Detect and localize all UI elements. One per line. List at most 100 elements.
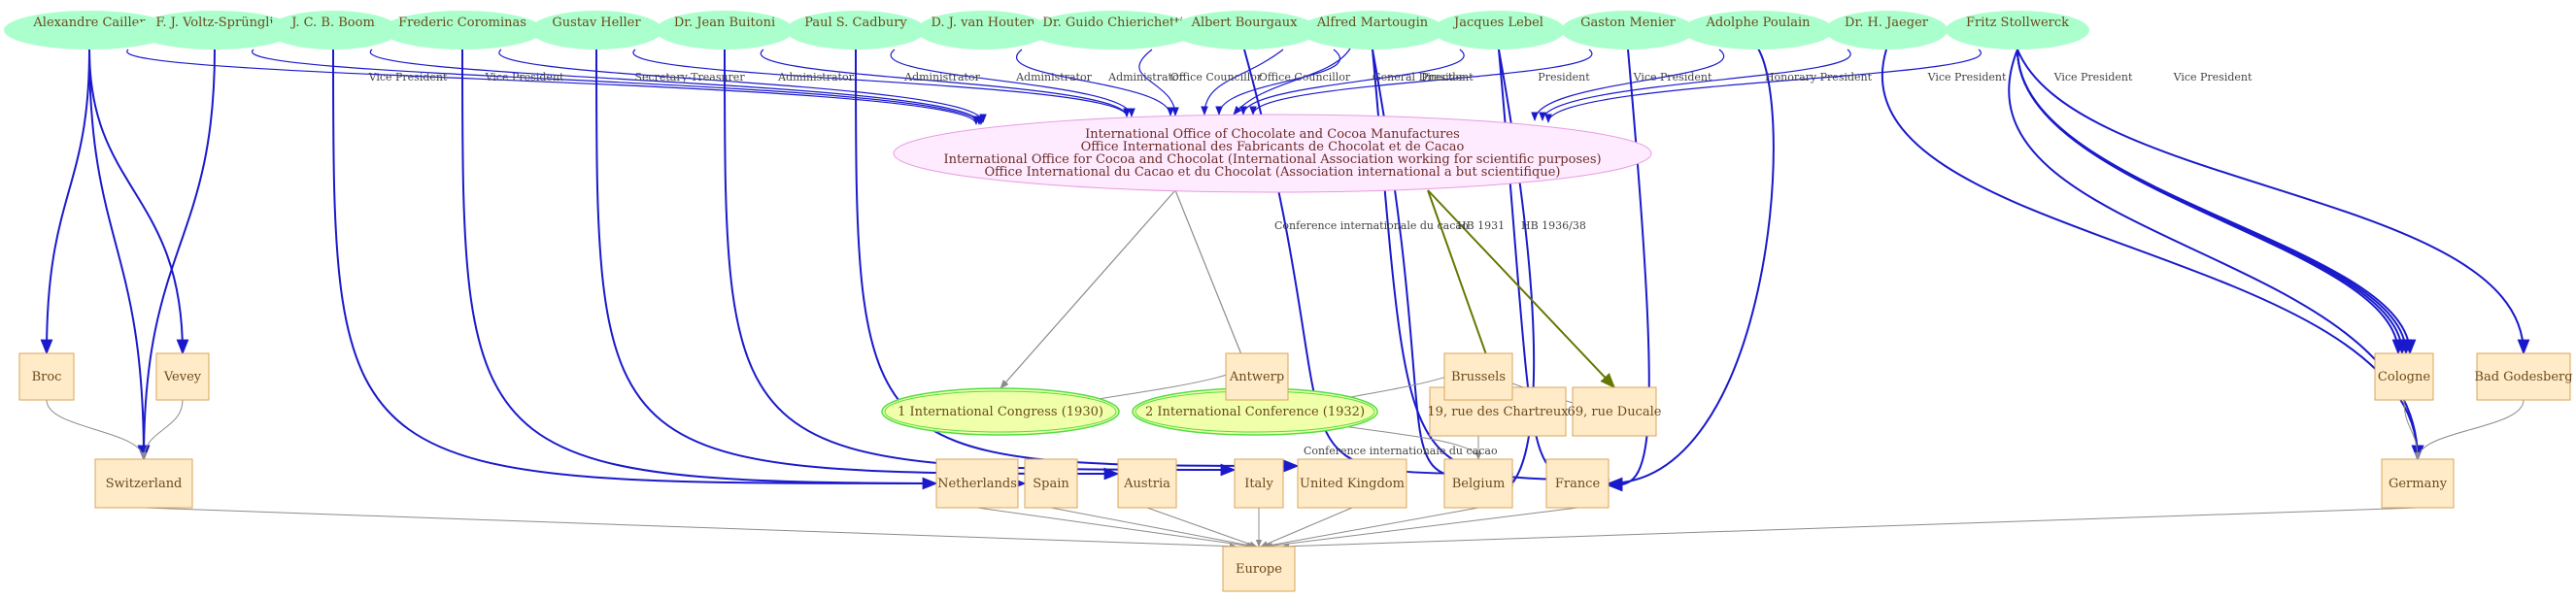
place-edge <box>140 399 184 460</box>
role-edge-label: Office Councillor <box>1170 71 1263 83</box>
residence-edge <box>1607 48 1775 490</box>
role-edge <box>1531 49 1724 121</box>
person-node[interactable]: J. C. B. Boom <box>267 11 399 50</box>
organization-shape <box>893 114 1652 193</box>
person-label: Jacques Lebel <box>1452 16 1543 30</box>
place-node[interactable]: Belgium <box>1443 458 1513 509</box>
person-label: Albert Bourgaux <box>1191 16 1299 30</box>
address-label: 69, rue Ducale <box>1568 405 1662 419</box>
place-node[interactable]: Cologne <box>2374 352 2434 401</box>
person-node[interactable]: Adolphe Poulain <box>1682 11 1834 50</box>
residence-edge <box>595 49 1120 481</box>
person-label: Alfred Martougin <box>1316 16 1429 30</box>
person-node[interactable]: Fritz Stollwerck <box>1946 11 2089 50</box>
person-label: Frederic Corominas <box>398 16 526 30</box>
edge-labels-layer: Vice President Vice President Secretary-Tr… <box>368 71 2253 457</box>
place-label: Netherlands <box>937 477 1017 491</box>
place-node[interactable]: Netherlands <box>935 458 1019 509</box>
organization-name-line: International Office of Chocolate and Co… <box>1085 127 1460 142</box>
role-edge-label: President <box>1421 71 1474 83</box>
place-shape <box>155 352 210 401</box>
place-edge <box>46 399 148 460</box>
person-node[interactable]: Gustav Heller <box>530 11 662 50</box>
person-node[interactable]: Paul S. Cadbury <box>786 11 926 50</box>
person-node[interactable]: Dr. H. Jaeger <box>1825 11 1948 50</box>
person-label: Dr. Guido Chierichetti <box>1042 16 1183 30</box>
place-edge <box>2414 399 2525 460</box>
person-node[interactable]: Frederic Corominas <box>382 11 543 50</box>
role-edge-label: Vice President <box>368 71 448 83</box>
person-node[interactable]: Gaston Menier <box>1561 11 1695 50</box>
role-edge-label: Administrator <box>1107 71 1184 83</box>
place-node[interactable]: Germany <box>2381 458 2455 509</box>
person-node[interactable]: Dr. Jean Buitoni <box>656 11 794 50</box>
person-node[interactable]: Albert Bourgaux <box>1170 11 1318 50</box>
person-shape <box>530 11 662 50</box>
event-node[interactable]: 1 International Congress (1930) <box>881 387 1120 436</box>
role-edge <box>1016 49 1174 116</box>
place-shape <box>1443 352 1513 401</box>
role-edge <box>632 49 1131 117</box>
place-node[interactable]: Switzerland <box>94 458 193 509</box>
person-shape <box>1300 11 1445 50</box>
place-node[interactable]: Vevey <box>155 352 210 401</box>
person-label: Gustav Heller <box>552 16 641 30</box>
person-label: F. J. Voltz-Sprüngli <box>155 16 273 30</box>
org-link-label: HB 1931 <box>1457 219 1505 232</box>
place-node[interactable]: Italy <box>1234 458 1284 509</box>
person-shape <box>1433 11 1565 50</box>
place-shape <box>935 458 1019 509</box>
place-edge <box>1264 507 1578 549</box>
role-edge-label: Secretary-Treasurer <box>634 71 745 83</box>
person-shape <box>656 11 794 50</box>
role-edge-label: President <box>1538 71 1590 83</box>
person-shape <box>134 11 295 50</box>
place-label: France <box>1555 477 1601 491</box>
place-shape <box>1443 458 1513 509</box>
person-node[interactable]: Alfred Martougin <box>1300 11 1445 50</box>
residence-edge <box>40 49 90 355</box>
residence-edge <box>332 49 938 490</box>
place-label: Broc <box>32 370 62 384</box>
role-edge-label: Vice President <box>1633 71 1712 83</box>
place-label: Vevey <box>163 370 202 384</box>
place-label: Italy <box>1244 477 1273 491</box>
organization-node[interactable]: International Office of Chocolate and Co… <box>893 114 1652 193</box>
person-label: Alexandre Cailler <box>32 16 146 30</box>
role-edge <box>1539 49 1851 121</box>
role-edge <box>498 49 987 123</box>
place-node[interactable]: Spain <box>1024 458 1078 509</box>
org-link-edge <box>1000 189 1176 389</box>
place-node[interactable]: France <box>1545 458 1610 509</box>
place-shape <box>94 458 193 509</box>
organization-name-line: Office International du Cacao et du Choc… <box>984 165 1560 180</box>
role-edge <box>1249 49 1593 116</box>
person-shape <box>786 11 926 50</box>
place-node[interactable]: Austria <box>1117 458 1177 509</box>
role-edge <box>1201 49 1284 116</box>
place-edge <box>2403 399 2422 460</box>
person-node[interactable]: Jacques Lebel <box>1433 11 1565 50</box>
person-node[interactable]: Dr. Guido Chierichetti <box>1029 11 1198 50</box>
place-node[interactable]: Brussels <box>1443 352 1513 401</box>
person-shape <box>917 11 1049 50</box>
place-node[interactable]: Broc <box>18 352 75 401</box>
role-edge-label: Administrator <box>777 71 854 83</box>
place-label: Germany <box>2389 477 2448 491</box>
residence-edge <box>1372 49 1610 486</box>
place-node[interactable]: Antwerp <box>1225 352 1289 401</box>
residence-edge <box>461 49 1027 490</box>
place-label: Brussels <box>1451 370 1506 384</box>
address-node[interactable]: 69, rue Ducale <box>1568 386 1662 437</box>
person-shape <box>382 11 543 50</box>
person-node[interactable]: F. J. Voltz-Sprüngli <box>134 11 295 50</box>
place-node[interactable]: Bad Godesberg <box>2474 352 2573 401</box>
event-inner-ring <box>884 390 1117 433</box>
place-node[interactable]: Europe <box>1222 546 1296 592</box>
person-node[interactable]: D. J. van Houten <box>917 11 1049 50</box>
event-label: 1 International Congress (1930) <box>898 405 1103 419</box>
place-label: Spain <box>1033 477 1069 491</box>
person-label: Fritz Stollwerck <box>1966 16 2069 30</box>
person-node[interactable]: Alexandre Cailler <box>4 11 175 50</box>
place-node[interactable]: United Kingdom <box>1297 458 1407 509</box>
